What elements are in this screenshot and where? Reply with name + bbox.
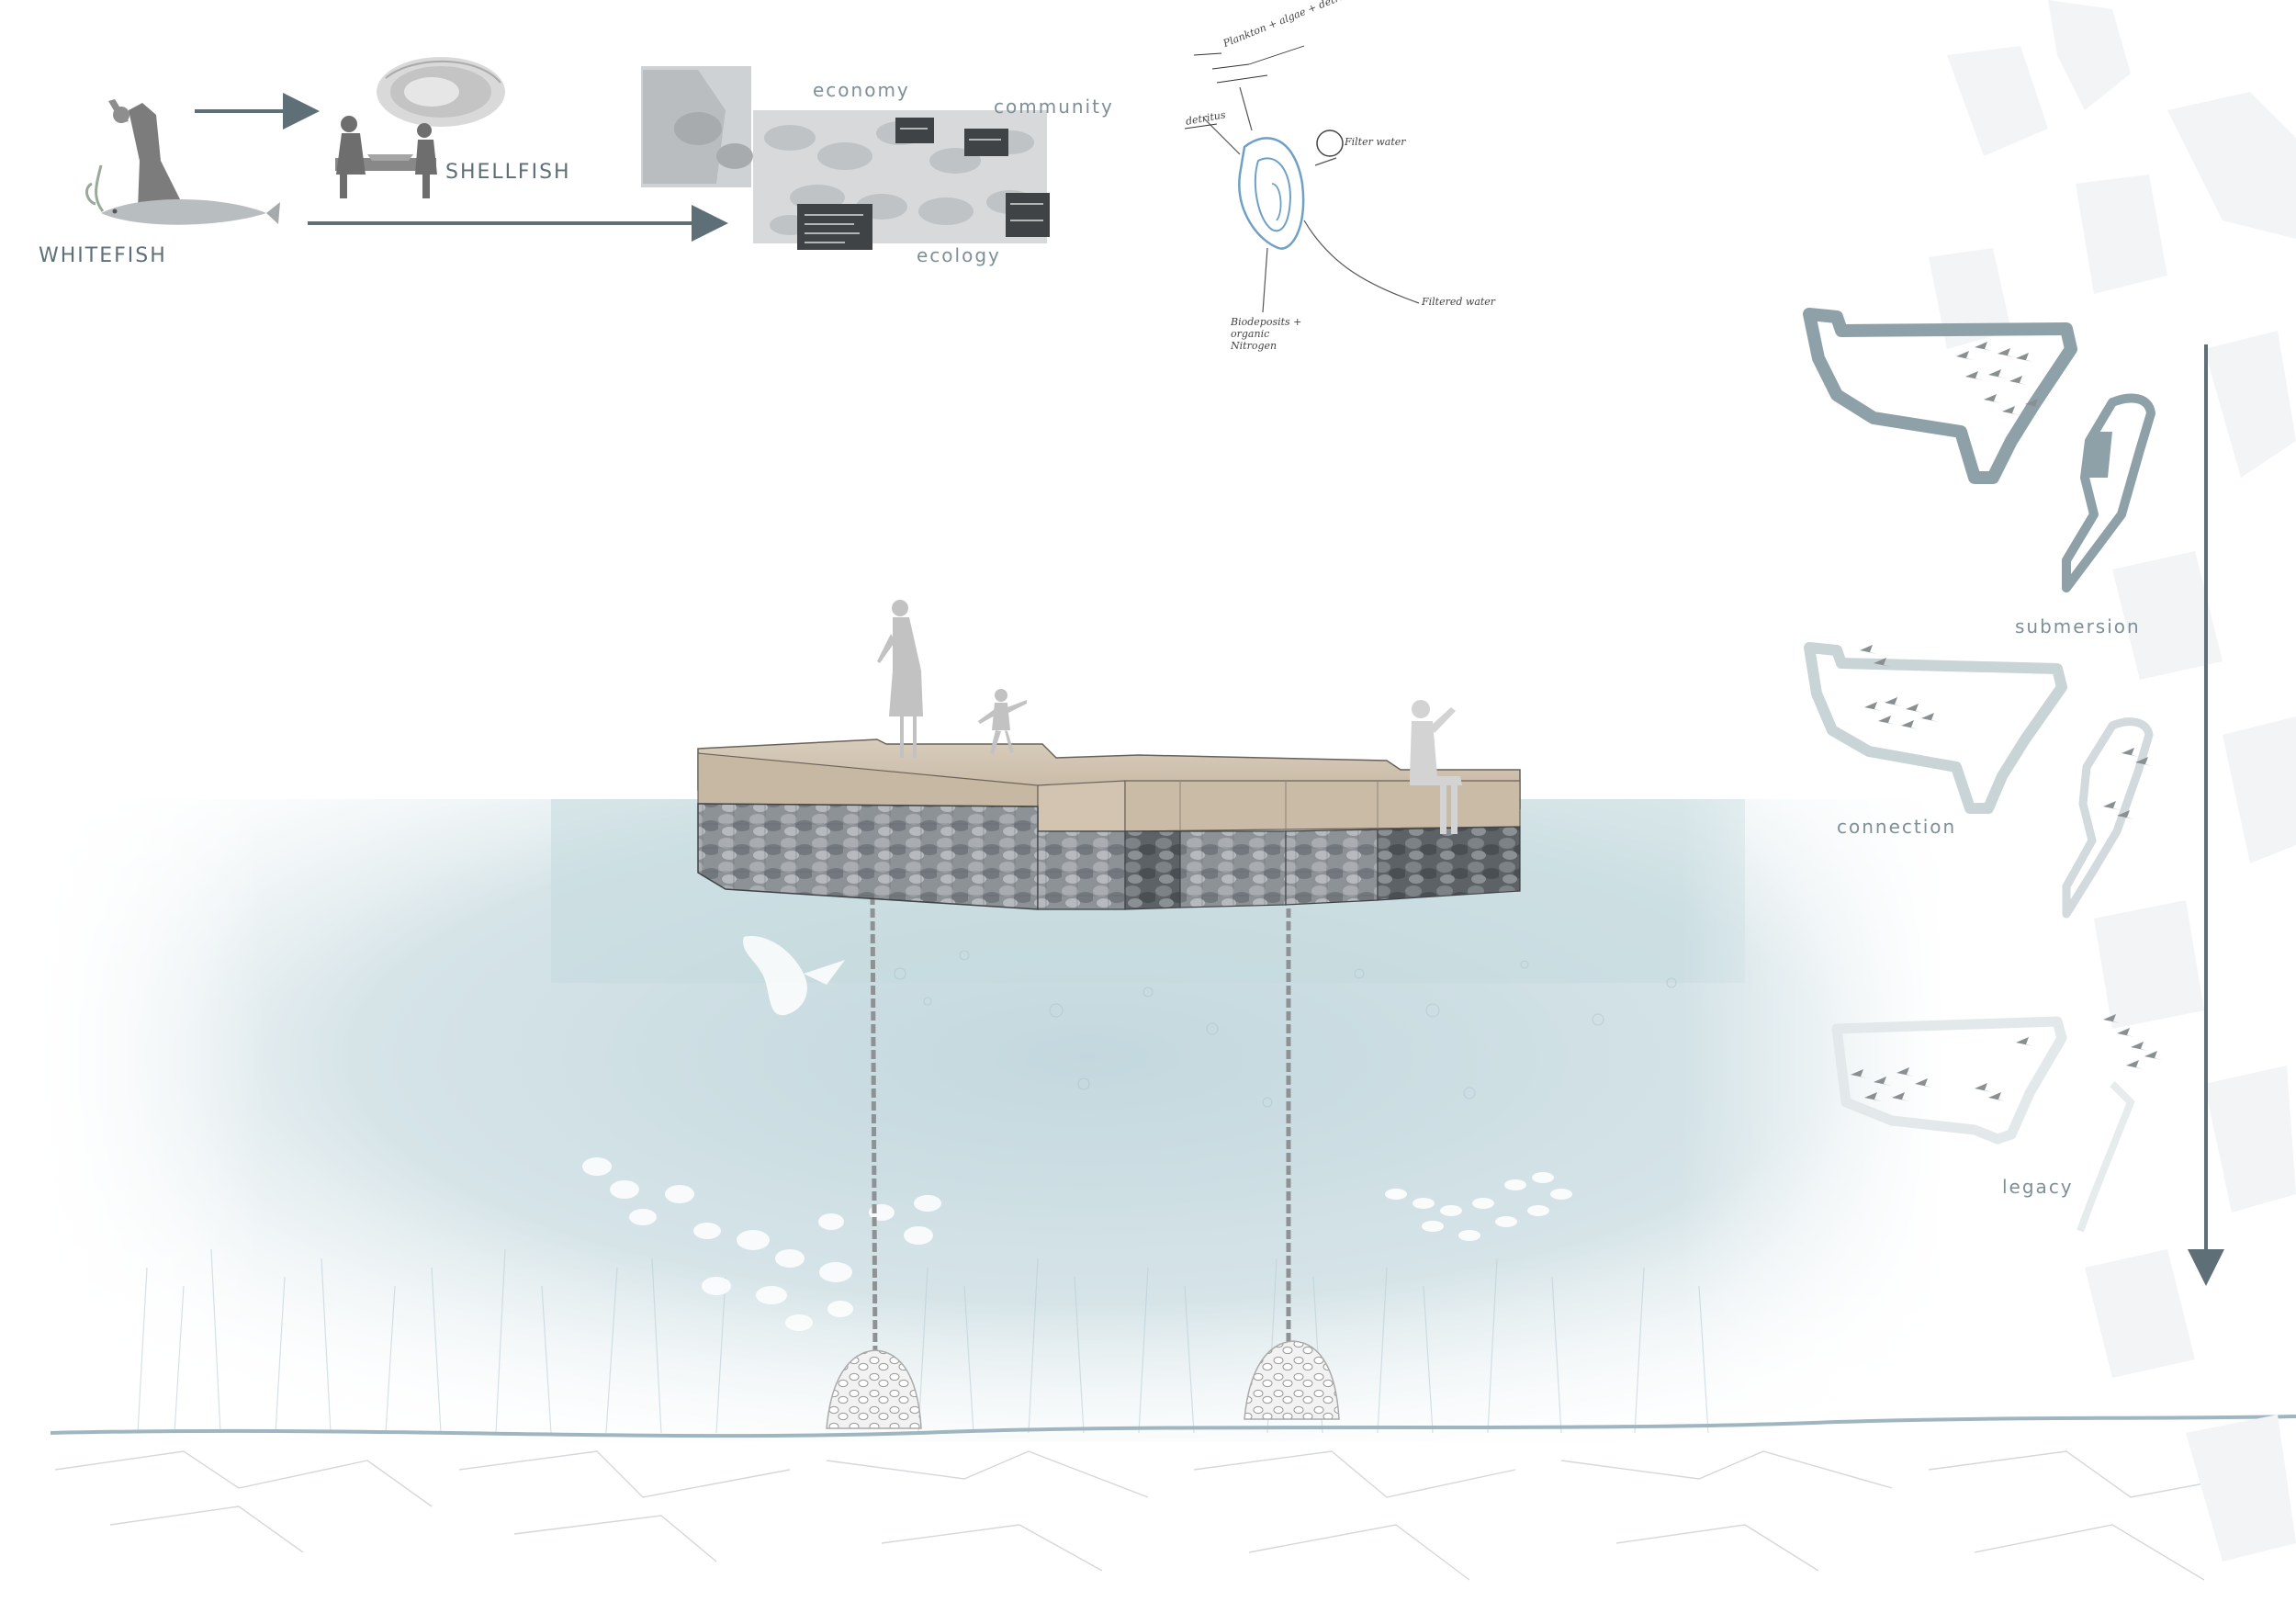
label-community: community <box>994 96 1114 118</box>
city-plan-background <box>1929 0 2296 1562</box>
label-submersion: submersion <box>2015 615 2141 637</box>
plan-legacy <box>1831 1014 2162 1233</box>
sketch-note-filtered-water: Filtered water <box>1422 296 1496 308</box>
anchor-block-right <box>1244 1340 1340 1420</box>
whitefish-icon <box>101 199 280 225</box>
label-economy: economy <box>813 79 910 101</box>
seabed <box>50 1415 2296 1581</box>
label-connection: connection <box>1837 816 1957 838</box>
label-ecology: ecology <box>917 244 1001 266</box>
anchor-block-left <box>826 1349 922 1429</box>
oyster-shell-icon <box>377 57 505 127</box>
fisherman-figure-icon <box>85 99 184 212</box>
mooring-chain-left <box>870 895 878 1360</box>
person-standing <box>877 600 923 758</box>
plan-connection <box>1804 642 2154 919</box>
label-legacy: legacy <box>2002 1176 2074 1198</box>
person-child <box>978 689 1027 754</box>
label-shellfish: SHELLFISH <box>445 161 571 184</box>
shellfish-workers-icon <box>335 116 437 198</box>
oyster-filter-sketch-icon <box>1184 45 1420 313</box>
label-whitefish: WHITEFISH <box>39 244 167 267</box>
fish-school-right <box>1385 1172 1572 1241</box>
fish-school-left <box>582 1157 941 1331</box>
oyster-market-photo <box>641 66 1050 250</box>
plan-submersion <box>1803 308 2155 592</box>
sketch-note-biodeposits: Biodeposits + organic Nitrogen <box>1231 316 1302 352</box>
person-sitting <box>1410 700 1462 834</box>
seal-silhouette <box>743 936 845 1016</box>
sketch-note-filter-water: Filter water <box>1345 136 1406 148</box>
floating-platform <box>697 739 1521 910</box>
